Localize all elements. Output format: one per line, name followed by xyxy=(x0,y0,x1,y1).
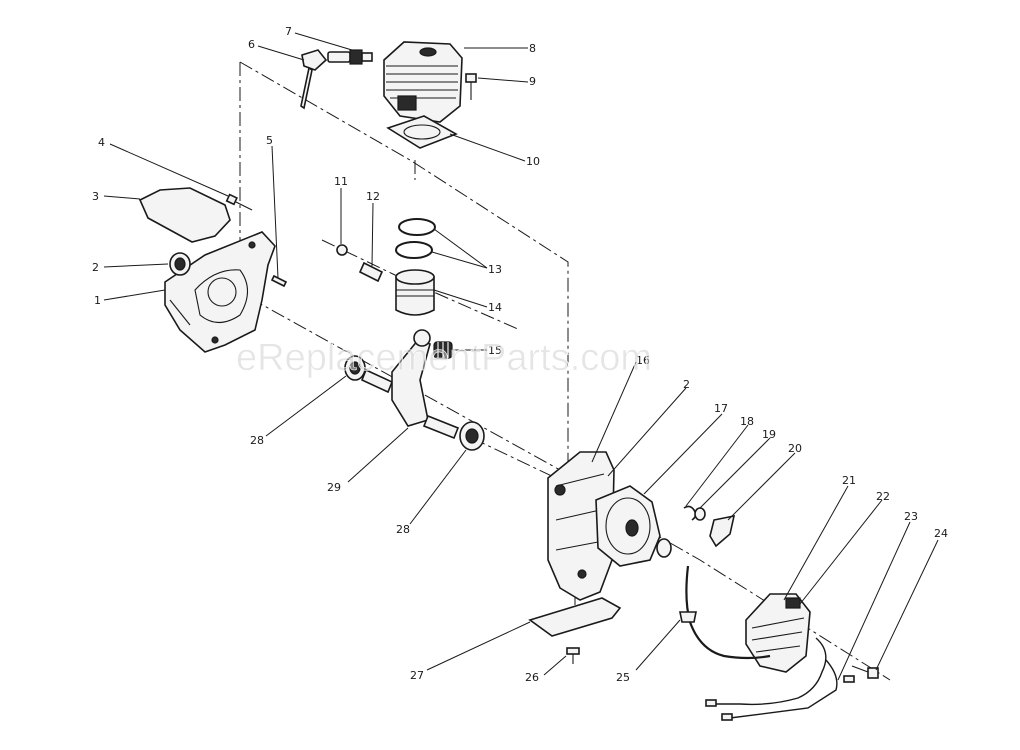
part-4-screw xyxy=(225,193,253,211)
callout-6: 6 xyxy=(248,38,255,51)
part-12-wrist-pin xyxy=(358,261,384,283)
callout-13: 13 xyxy=(488,263,502,276)
part-28-bearing-right xyxy=(459,421,485,451)
part-5-pin xyxy=(270,274,288,288)
part-28-bearing-left xyxy=(344,355,366,381)
callout-5: 5 xyxy=(266,134,273,147)
callout-14: 14 xyxy=(488,301,502,314)
part-13-piston-rings xyxy=(395,218,436,259)
part-1-crankcase-left xyxy=(164,231,276,353)
callout-17: 17 xyxy=(714,402,728,415)
part-18-spring xyxy=(683,505,697,521)
callout-15: 15 xyxy=(488,344,502,357)
callout-7: 7 xyxy=(285,25,292,38)
part-2-oil-seal-left xyxy=(169,252,191,276)
part-16-crankcase-right xyxy=(547,451,615,601)
part-26-screw xyxy=(566,647,580,664)
callout-3: 3 xyxy=(92,190,99,203)
callout-9: 9 xyxy=(529,75,536,88)
part-29-crankshaft xyxy=(360,329,460,440)
watermark-text: eReplacementParts.com xyxy=(236,337,652,379)
callout-28-left: 28 xyxy=(250,434,264,447)
callout-29: 29 xyxy=(327,481,341,494)
callout-8: 8 xyxy=(529,42,536,55)
callout-22: 22 xyxy=(876,490,890,503)
part-15-needle-bearing xyxy=(433,341,453,359)
part-22-wire-leads xyxy=(705,637,855,721)
callout-21: 21 xyxy=(842,474,856,487)
part-24-screw xyxy=(851,665,879,679)
part-7-spark-plug xyxy=(327,49,373,65)
callout-labels: 1 2 3 4 5 6 7 8 9 10 11 12 13 14 15 16 2… xyxy=(92,25,948,684)
callout-23: 23 xyxy=(904,510,918,523)
leader-lines xyxy=(103,32,939,681)
callout-1: 1 xyxy=(94,294,101,307)
part-25-fuel-line xyxy=(679,565,771,660)
callout-2-left: 2 xyxy=(92,261,99,274)
part-6-spark-plug-boot xyxy=(300,49,328,110)
part-19-washer xyxy=(694,507,706,521)
part-9-bolt xyxy=(465,73,477,100)
callout-25: 25 xyxy=(616,671,630,684)
part-27-bottom-plate xyxy=(528,597,622,637)
part-20-pawl xyxy=(709,514,736,548)
part-11-clip xyxy=(336,244,348,256)
callout-28-right: 28 xyxy=(396,523,410,536)
callout-16: 16 xyxy=(636,354,650,367)
callout-12: 12 xyxy=(366,190,380,203)
callout-19: 19 xyxy=(762,428,776,441)
part-10-base-gasket xyxy=(386,115,458,149)
callout-10: 10 xyxy=(526,155,540,168)
callout-4: 4 xyxy=(98,136,105,149)
part-3-gasket xyxy=(138,187,231,243)
callout-11: 11 xyxy=(334,175,348,188)
part-14-piston xyxy=(395,269,435,316)
callout-2-right: 2 xyxy=(683,378,690,391)
callout-26: 26 xyxy=(525,671,539,684)
part-8-cylinder xyxy=(383,41,463,123)
part-21-ignition-module xyxy=(745,593,811,673)
callout-27: 27 xyxy=(410,669,424,682)
callout-18: 18 xyxy=(740,415,754,428)
callout-24: 24 xyxy=(934,527,948,540)
callout-20: 20 xyxy=(788,442,802,455)
part-17-starter-cup xyxy=(595,485,672,567)
